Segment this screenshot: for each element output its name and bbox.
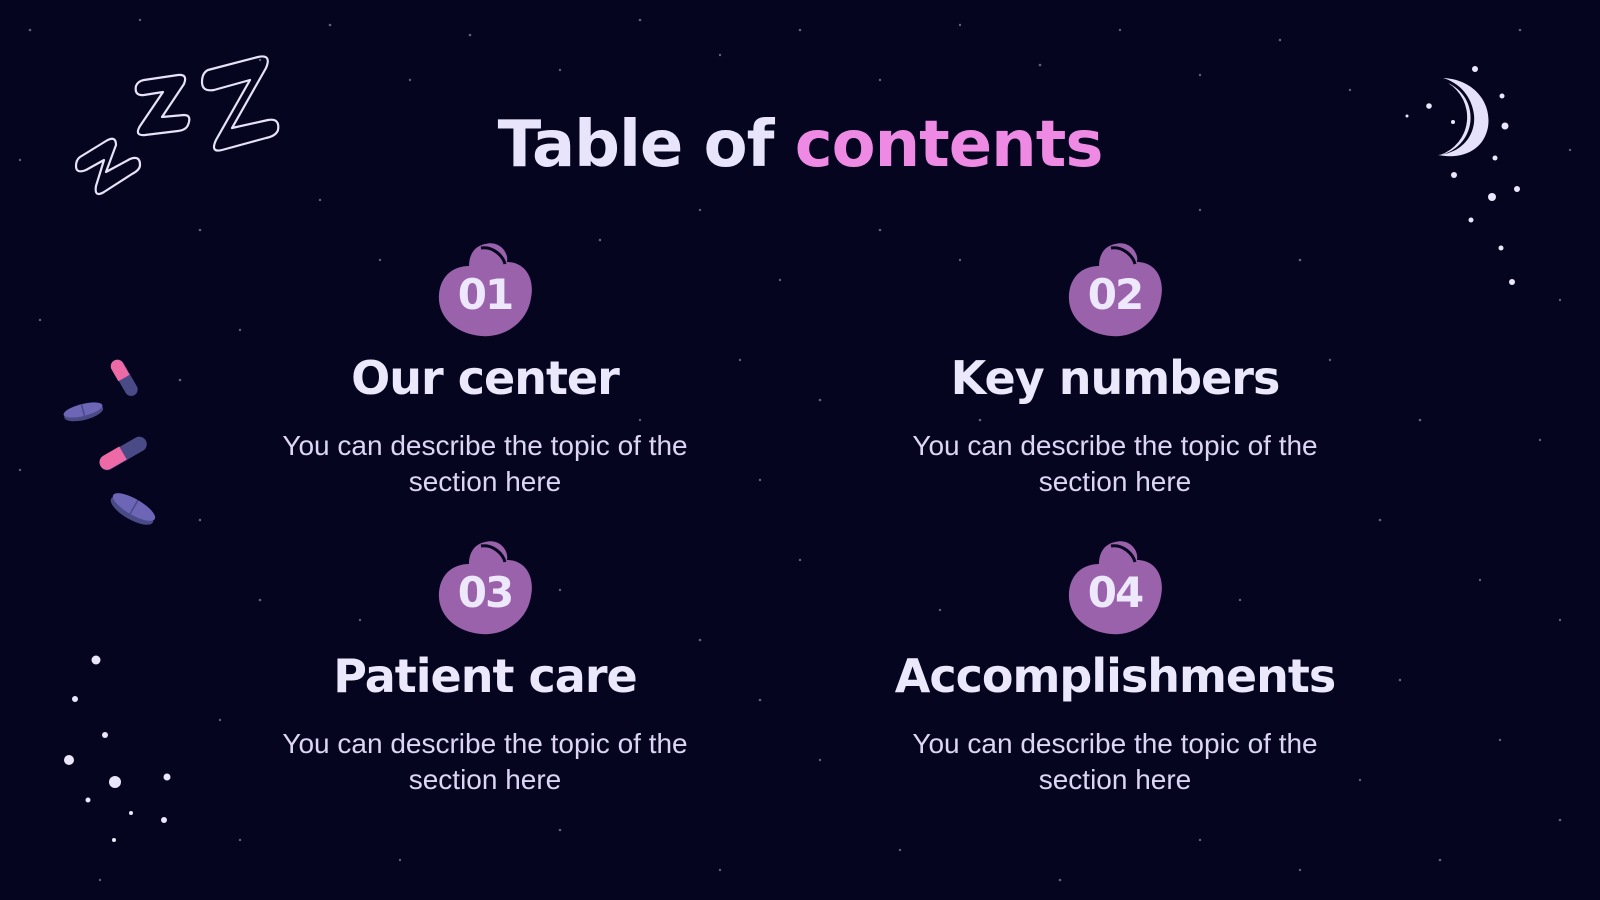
section-description: You can describe the topic of the sectio… (855, 428, 1375, 500)
section-description: You can describe the topic of the sectio… (225, 428, 745, 500)
zzz-sleep-icon (74, 55, 280, 196)
blob-badge-icon (438, 243, 532, 337)
number-badge: 04 (1063, 538, 1167, 638)
number-badge: 03 (433, 538, 537, 638)
section-title: Key numbers (950, 351, 1281, 405)
description-line: You can describe the topic of the (282, 430, 688, 461)
description-line: section here (408, 764, 562, 795)
section-number: 04 (1087, 568, 1144, 617)
toc-item-our-center[interactable]: 01 Our center You can describe the topic… (225, 240, 745, 500)
pills-icon (63, 359, 156, 525)
description-line: section here (1038, 764, 1192, 795)
description-line: You can describe the topic of the (912, 430, 1318, 461)
toc-item-patient-care[interactable]: 03 Patient care You can describe the top… (225, 538, 745, 798)
description-line: You can describe the topic of the (912, 728, 1318, 759)
blob-badge-icon (1068, 541, 1162, 635)
section-number: 03 (457, 568, 514, 617)
section-title: Patient care (333, 649, 637, 703)
description-line: You can describe the topic of the (282, 728, 688, 759)
number-badge: 02 (1063, 240, 1167, 340)
crescent-moon-icon (1438, 78, 1489, 157)
section-number: 02 (1087, 270, 1144, 319)
section-description: You can describe the topic of the sectio… (855, 726, 1375, 798)
blob-badge-icon (1068, 243, 1162, 337)
toc-item-accomplishments[interactable]: 04 Accomplishments You can describe the … (855, 538, 1375, 798)
section-title: Our center (351, 351, 620, 405)
section-title: Accomplishments (894, 649, 1337, 703)
page-title: Table of contents (0, 108, 1600, 182)
section-number: 01 (457, 270, 514, 319)
number-badge: 01 (433, 240, 537, 340)
description-line: section here (408, 466, 562, 497)
section-description: You can describe the topic of the sectio… (225, 726, 745, 798)
title-accent: contents (794, 108, 1104, 182)
blob-badge-icon (438, 541, 532, 635)
title-main: Table of (497, 108, 775, 182)
description-line: section here (1038, 466, 1192, 497)
toc-item-key-numbers[interactable]: 02 Key numbers You can describe the topi… (855, 240, 1375, 500)
